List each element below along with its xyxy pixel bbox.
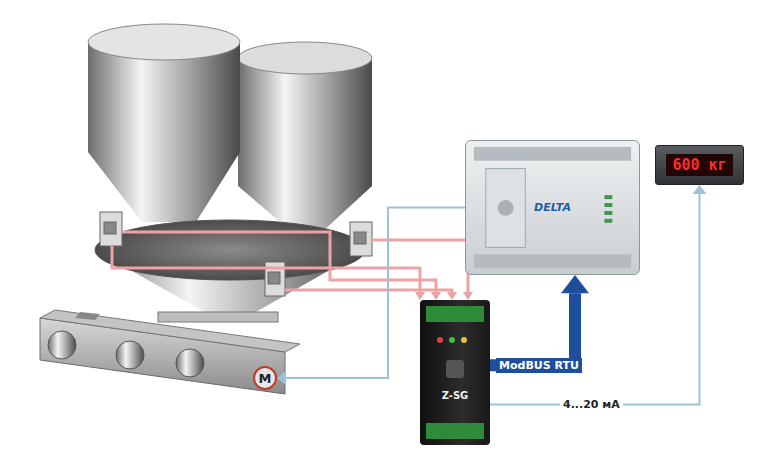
node-text: 600 кг bbox=[666, 154, 732, 176]
arrowhead bbox=[561, 275, 589, 293]
module-detail bbox=[420, 300, 490, 445]
node-text: M bbox=[259, 371, 272, 386]
node-text: Z-SG bbox=[442, 390, 469, 401]
weighing-module: Z-SG bbox=[420, 300, 490, 445]
wire-arrowheads bbox=[415, 292, 473, 300]
signal-label: 4...20 мА bbox=[560, 397, 623, 412]
node-text: DELTA bbox=[534, 201, 571, 214]
conveyor bbox=[40, 310, 300, 394]
silo bbox=[88, 24, 240, 222]
motor-symbol: M bbox=[253, 366, 277, 390]
arrowhead bbox=[277, 371, 286, 385]
signal-label: ModBUS RTU bbox=[496, 358, 582, 373]
connector-line bbox=[490, 293, 575, 365]
arrowhead bbox=[693, 185, 707, 194]
plc-controller: DELTA bbox=[465, 140, 640, 275]
weigh-hopper bbox=[95, 220, 365, 322]
load-cell-wires bbox=[112, 232, 468, 296]
digital-display: 600 кг bbox=[655, 145, 744, 185]
connector bbox=[490, 275, 589, 365]
silo bbox=[238, 42, 372, 232]
